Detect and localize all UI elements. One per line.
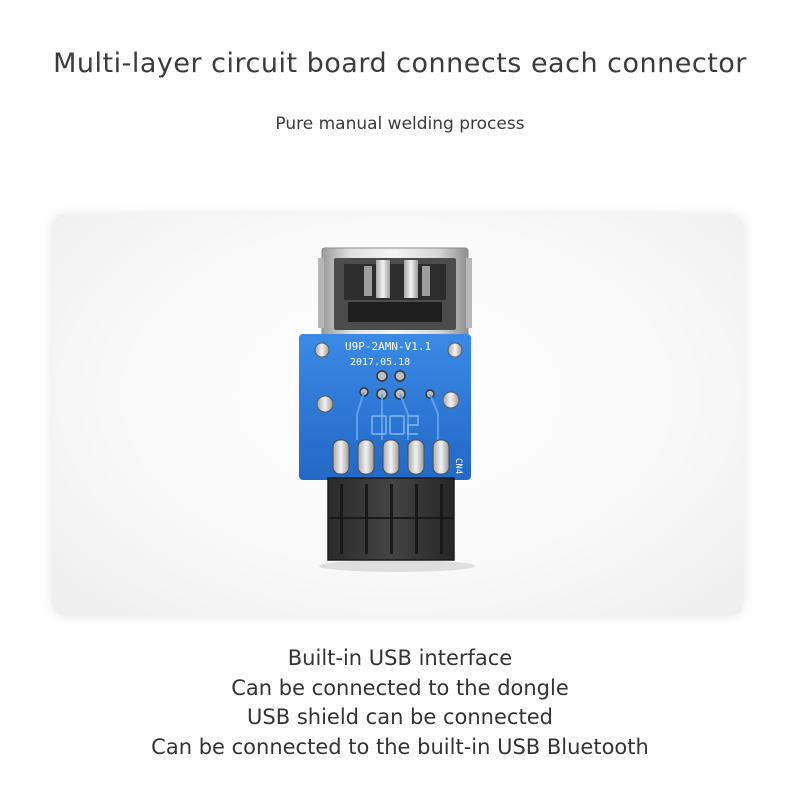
feature-list: Built-in USB interface Can be connected … <box>0 644 800 762</box>
headline: Multi-layer circuit board connects each … <box>53 48 747 79</box>
usb-port <box>318 247 472 339</box>
pin-header <box>327 477 455 561</box>
feature-item: Can be connected to the dongle <box>231 675 569 700</box>
subline: Pure manual welding process <box>275 114 525 134</box>
circuit-board: U9P-2AMN-V1.1 2017.05.18 <box>299 334 471 480</box>
silkscreen-date: 2017.05.18 <box>350 357 410 368</box>
feature-item: Built-in USB interface <box>287 646 513 670</box>
silkscreen-code: CN4 <box>453 458 463 474</box>
feature-item: Can be connected to the built-in USB Blu… <box>151 734 649 759</box>
product-photo: U9P-2AMN-V1.1 2017.05.18 <box>52 214 744 616</box>
silkscreen-model: U9P-2AMN-V1.1 <box>345 340 431 353</box>
feature-item: USB shield can be connected <box>247 705 553 729</box>
usb-adapter-illustration: U9P-2AMN-V1.1 2017.05.18 <box>299 247 475 572</box>
